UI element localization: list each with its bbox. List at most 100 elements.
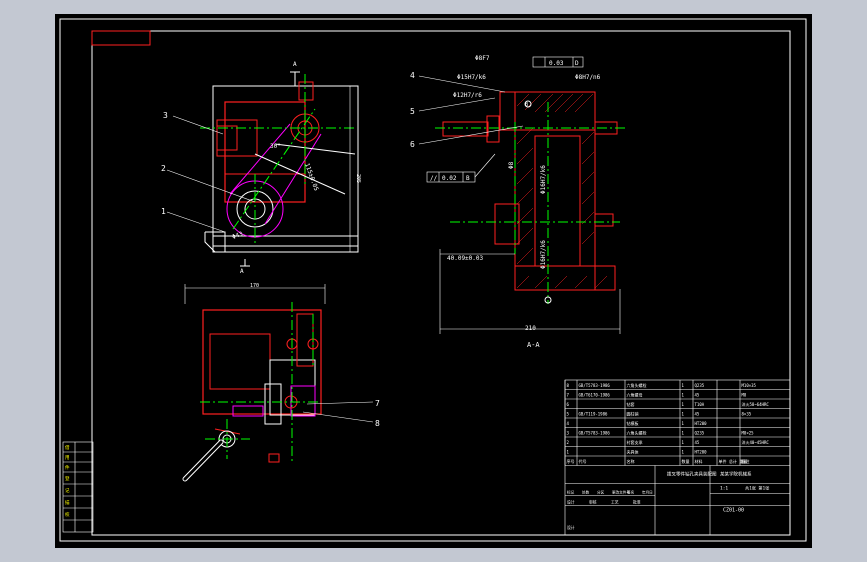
sign-label-3: 批准 xyxy=(633,500,641,505)
bom-cell: 8×35 xyxy=(742,412,752,417)
bom-header-cell: 材料 xyxy=(695,458,703,464)
front-height-dim: 205 xyxy=(355,174,361,183)
bom-header-cell: 名称 xyxy=(627,458,635,464)
stamp-text-2: 用 xyxy=(65,455,70,461)
bom-cell: 1 xyxy=(682,393,685,398)
bom-cell: GB/T6170-1986 xyxy=(579,393,611,398)
marker-b: B xyxy=(525,102,528,108)
mark-label: 更改文件号 xyxy=(612,490,630,495)
fit-8h7: Φ8H7/n6 xyxy=(575,74,601,81)
fit-12: Φ12H7/r6 xyxy=(453,92,482,99)
parallel-symbol: // xyxy=(430,175,438,182)
bom-cell: M8×25 xyxy=(742,431,755,436)
inner-frame xyxy=(91,30,791,536)
small-v-dim: Φ8 xyxy=(508,161,515,169)
leader-label-3: 3 xyxy=(163,111,168,120)
bom-cell: GB/T5783-1986 xyxy=(579,431,611,436)
leader-label-7: 7 xyxy=(375,399,380,408)
slot-dim: 115±0.05 xyxy=(303,162,320,192)
front-view xyxy=(200,71,359,267)
bom-cell: 3 xyxy=(567,431,570,436)
bom-cell: Q235 xyxy=(695,431,705,436)
top-width-dim: 170 xyxy=(250,283,259,289)
v-fit-2: Φ16H7/k6 xyxy=(540,240,547,269)
bom-cell: 夹具体 xyxy=(627,449,639,455)
bom-cell: M8 xyxy=(742,393,747,398)
mark-label: 年月日 xyxy=(642,490,653,495)
leader-label-6: 6 xyxy=(410,140,415,149)
cad-viewport[interactable]: 借 用 件 登 记 描 校 A A xyxy=(55,14,812,548)
bom-cell: 1 xyxy=(567,450,570,455)
bom-cell: M10×35 xyxy=(742,383,757,388)
stamp-text-7: 校 xyxy=(65,511,70,518)
outer-frame xyxy=(59,18,807,542)
mark-label: 标记 xyxy=(567,490,575,495)
bom-cell: 2 xyxy=(567,440,570,445)
bom-header-cell: 数量 xyxy=(682,458,690,464)
bom-cell: 淬火40~45HRC xyxy=(742,439,770,445)
bom-cell: 45 xyxy=(695,440,700,445)
bom-cell: 钻套 xyxy=(627,401,635,407)
leader-label-8: 8 xyxy=(375,419,380,428)
bom-cell: 45 xyxy=(695,393,700,398)
drawing-number: CZ01-00 xyxy=(723,508,744,514)
bom-cell: 1 xyxy=(682,431,685,436)
bom-cell: 钻模板 xyxy=(627,420,639,426)
bom-cell: Q235 xyxy=(695,383,705,388)
datum-d: D xyxy=(575,60,579,67)
offset-dim: 40.09±0.03 xyxy=(447,255,484,262)
bom-cell: 7 xyxy=(567,393,570,398)
v-fit-1: Φ16H7/k6 xyxy=(540,165,547,194)
bore-dim: Φ43 xyxy=(231,230,244,240)
leader-label-1: 1 xyxy=(161,207,166,216)
leader-label-2: 2 xyxy=(161,164,166,173)
angle-dim: 30° xyxy=(270,143,281,150)
leader-label-4: 4 xyxy=(410,71,415,80)
sheet-count: 共1张 第1张 xyxy=(745,485,770,492)
datum-b: B xyxy=(466,175,470,182)
title-block xyxy=(564,379,791,536)
stamp-text-6: 描 xyxy=(65,499,70,506)
stamp-text-5: 记 xyxy=(65,487,70,494)
bom-cell: 1 xyxy=(682,383,685,388)
mark-label: 签名 xyxy=(627,490,635,495)
bom-cell: HT200 xyxy=(695,421,708,426)
bom-header-cell: 序号 xyxy=(567,458,575,464)
flatness-value: 0.03 xyxy=(549,60,564,67)
sign-label-0: 设计 xyxy=(567,500,575,505)
stamp-text-1: 借 xyxy=(65,444,70,451)
bom-header-cell: 代号 xyxy=(579,458,587,464)
bom-cell: HT200 xyxy=(695,450,708,455)
corner-code-box xyxy=(91,30,151,46)
bom-cell: 衬套支承 xyxy=(627,439,643,445)
bom-header-cell: 备注 xyxy=(742,458,750,464)
sign-label-2: 工艺 xyxy=(611,500,619,505)
parallel-value: 0.02 xyxy=(442,175,457,182)
section-mark-a-top: A xyxy=(293,61,297,68)
bom-cell: 圆柱销 xyxy=(627,411,639,417)
assembly-drawing: 借 用 件 登 记 描 校 A A xyxy=(59,18,807,542)
side-stamp xyxy=(62,441,94,533)
bom-cell: 淬火58~64HRC xyxy=(742,401,770,407)
fit-8f7: Φ8F7 xyxy=(475,55,490,62)
section-mark-a-bottom: A xyxy=(240,268,244,275)
bom-cell: 1 xyxy=(682,440,685,445)
bom-cell: 6 xyxy=(567,402,570,407)
leaders-front xyxy=(166,115,256,233)
bom-cell: T10A xyxy=(695,402,705,407)
stamp-text-4: 登 xyxy=(65,475,70,482)
bom-cell: 45 xyxy=(695,412,700,417)
bom-cell: 1 xyxy=(682,450,685,455)
section-view xyxy=(418,56,625,334)
bom-cell: GB/T119-1986 xyxy=(579,412,608,417)
drawing-title: 拨叉零件钻孔夹具装配图 xyxy=(667,471,717,478)
bom-cell: 4 xyxy=(567,421,570,426)
bom-header-cell: 单件 总计 重量 xyxy=(719,458,748,464)
bom-cell: 8 xyxy=(567,383,570,388)
bom-cell: 1 xyxy=(682,421,685,426)
side-width-dim: 210 xyxy=(525,325,536,332)
bom-cell: 六角头螺栓 xyxy=(627,382,647,388)
fit-15h7: Φ15H7/k6 xyxy=(457,74,486,81)
bom-cell: 5 xyxy=(567,412,570,417)
stamp-text-3: 件 xyxy=(65,464,70,471)
